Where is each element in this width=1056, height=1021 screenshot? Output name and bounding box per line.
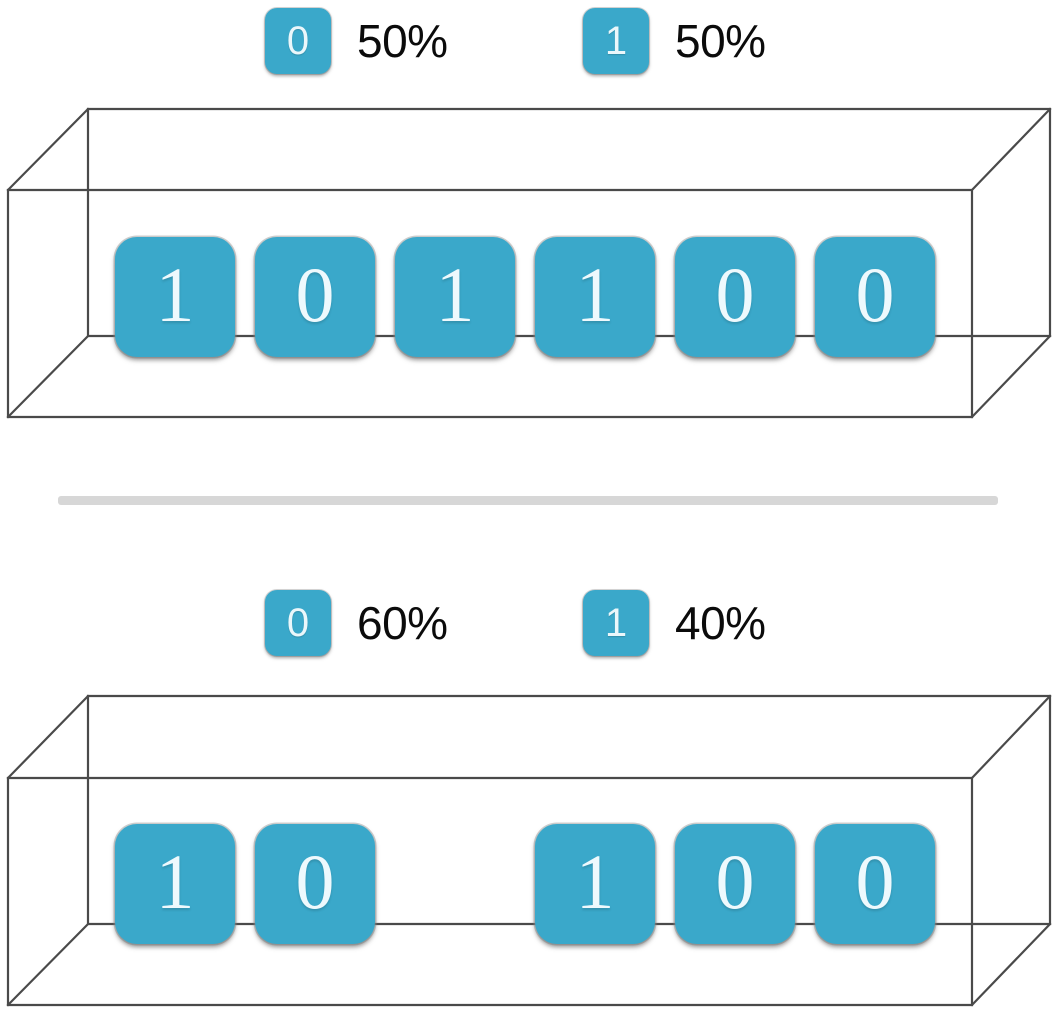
box-edge-bottom-right <box>970 922 1052 1007</box>
digit-tile[interactable]: 1 <box>395 237 515 357</box>
sequence-row-bottom: 1 0 1 0 <box>115 824 935 944</box>
box-outline-svg-bottom <box>6 694 1052 1007</box>
digit-value: 1 <box>435 251 475 338</box>
legend-percent-one: 40% <box>675 597 766 649</box>
digit-tile[interactable]: 1 <box>115 824 235 944</box>
sequence-slot[interactable]: 1 <box>535 824 655 944</box>
legend-percent-zero: 60% <box>357 597 448 649</box>
digit-tile[interactable]: 0 <box>255 824 375 944</box>
legend-tile-one: 1 <box>583 8 649 74</box>
sequence-slot[interactable]: 0 <box>815 824 935 944</box>
digit-tile[interactable]: 0 <box>815 824 935 944</box>
digit-tile[interactable]: 0 <box>675 237 795 357</box>
digit-value: 1 <box>575 251 615 338</box>
digit-tile[interactable]: 1 <box>115 237 235 357</box>
sequence-row-top: 1 0 1 1 0 <box>115 237 935 357</box>
sequence-slot[interactable]: 0 <box>675 237 795 357</box>
digit-value: 0 <box>855 838 895 925</box>
legend-tile-zero: 0 <box>265 8 331 74</box>
legend-entry-zero[interactable]: 0 60% <box>265 590 448 656</box>
digit-tile[interactable]: 0 <box>255 237 375 357</box>
legend-tile-one: 1 <box>583 590 649 656</box>
digit-value: 0 <box>295 251 335 338</box>
digit-tile[interactable]: 0 <box>815 237 935 357</box>
box-edge-top-left <box>6 107 90 192</box>
box-edge-top-right <box>970 694 1052 780</box>
sequence-slot[interactable]: 0 <box>255 824 375 944</box>
box-wireframe-top <box>0 95 1056 435</box>
box-edge-bottom-left <box>6 922 90 1007</box>
digit-tile[interactable]: 1 <box>535 824 655 944</box>
digit-tile[interactable]: 1 <box>535 237 655 357</box>
sequence-slot[interactable]: 0 <box>815 237 935 357</box>
box-edge-top-right <box>970 107 1052 192</box>
sequence-slot[interactable]: 1 <box>115 824 235 944</box>
sequence-slot[interactable]: 0 <box>255 237 375 357</box>
digit-value: 1 <box>155 838 195 925</box>
sequence-slot[interactable]: 1 <box>115 237 235 357</box>
legend-bottom: 0 60% 1 40% <box>0 590 1056 660</box>
box-outline-svg-top <box>6 107 1052 419</box>
sequence-slot[interactable]: 1 <box>395 237 515 357</box>
sequence-slot-empty[interactable] <box>395 824 515 944</box>
box-edge-top-left <box>6 694 90 780</box>
box-edge-bottom-left <box>6 334 90 419</box>
box-edge-bottom-right <box>970 334 1052 419</box>
digit-value: 1 <box>155 251 195 338</box>
legend-percent-one: 50% <box>675 15 766 67</box>
legend-entry-zero[interactable]: 0 50% <box>265 8 448 74</box>
section-divider <box>58 496 998 505</box>
digit-value: 0 <box>715 838 755 925</box>
sequence-slot[interactable]: 0 <box>675 824 795 944</box>
digit-value: 0 <box>855 251 895 338</box>
legend-tile-zero: 0 <box>265 590 331 656</box>
legend-entry-one[interactable]: 1 50% <box>583 8 766 74</box>
legend-top: 0 50% 1 50% <box>0 8 1056 78</box>
digit-tile[interactable]: 0 <box>675 824 795 944</box>
legend-percent-zero: 50% <box>357 15 448 67</box>
box-wireframe-bottom <box>0 681 1056 1021</box>
legend-entry-one[interactable]: 1 40% <box>583 590 766 656</box>
sequence-slot[interactable]: 1 <box>535 237 655 357</box>
digit-value: 1 <box>575 838 615 925</box>
digit-value: 0 <box>295 838 335 925</box>
digit-value: 0 <box>715 251 755 338</box>
